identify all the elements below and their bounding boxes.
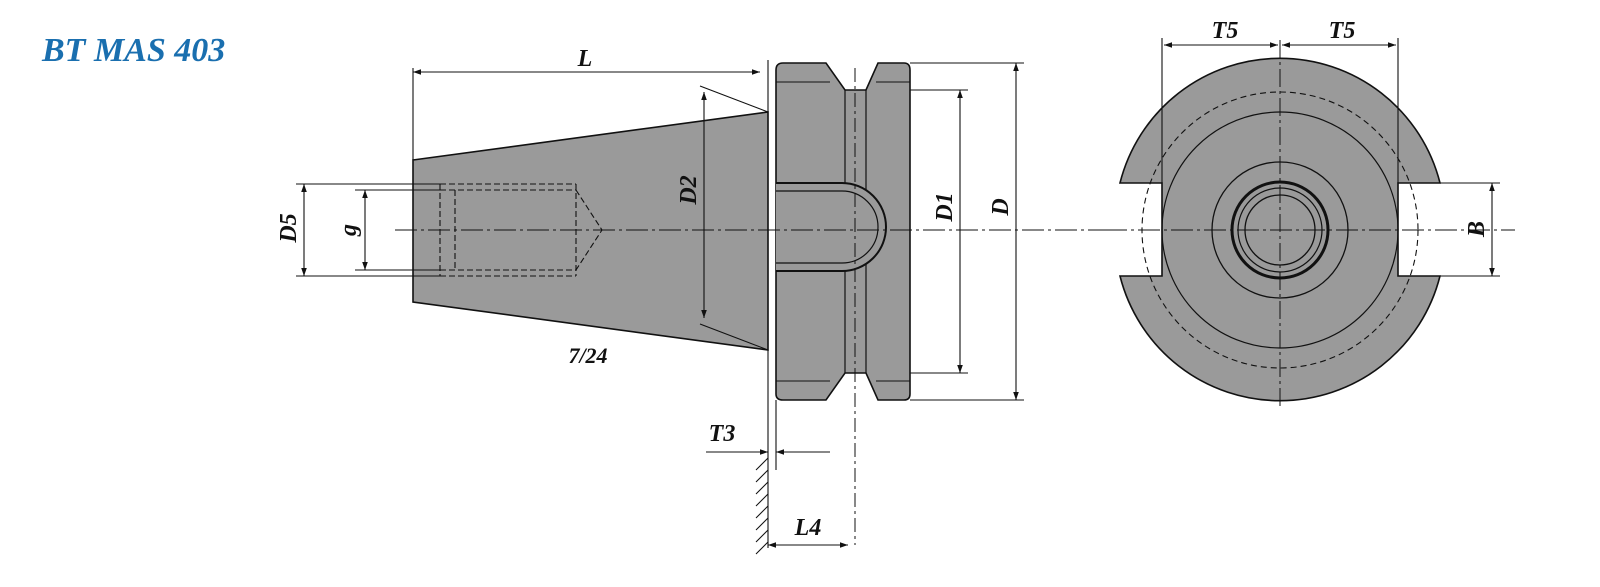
dimensions-side: [296, 60, 1024, 555]
label-L4: L4: [794, 515, 822, 541]
label-taper: 7/24: [568, 343, 607, 368]
taper-shank: [412, 111, 769, 351]
label-D2: D2: [676, 175, 702, 205]
label-B: B: [1464, 221, 1490, 238]
drive-slot: [776, 182, 887, 272]
label-L: L: [577, 46, 593, 72]
dimensions-front: [1161, 38, 1500, 277]
front-view: [1105, 40, 1515, 408]
label-D: D: [988, 198, 1014, 216]
side-view: [395, 62, 1105, 545]
label-g: g: [336, 224, 362, 237]
label-T5-right: T5: [1329, 18, 1356, 44]
diagram-title: BT MAS 403: [42, 32, 226, 69]
label-D5: D5: [276, 213, 302, 243]
label-T3: T3: [709, 421, 736, 447]
label-D1: D1: [932, 192, 958, 222]
label-T5-left: T5: [1212, 18, 1239, 44]
